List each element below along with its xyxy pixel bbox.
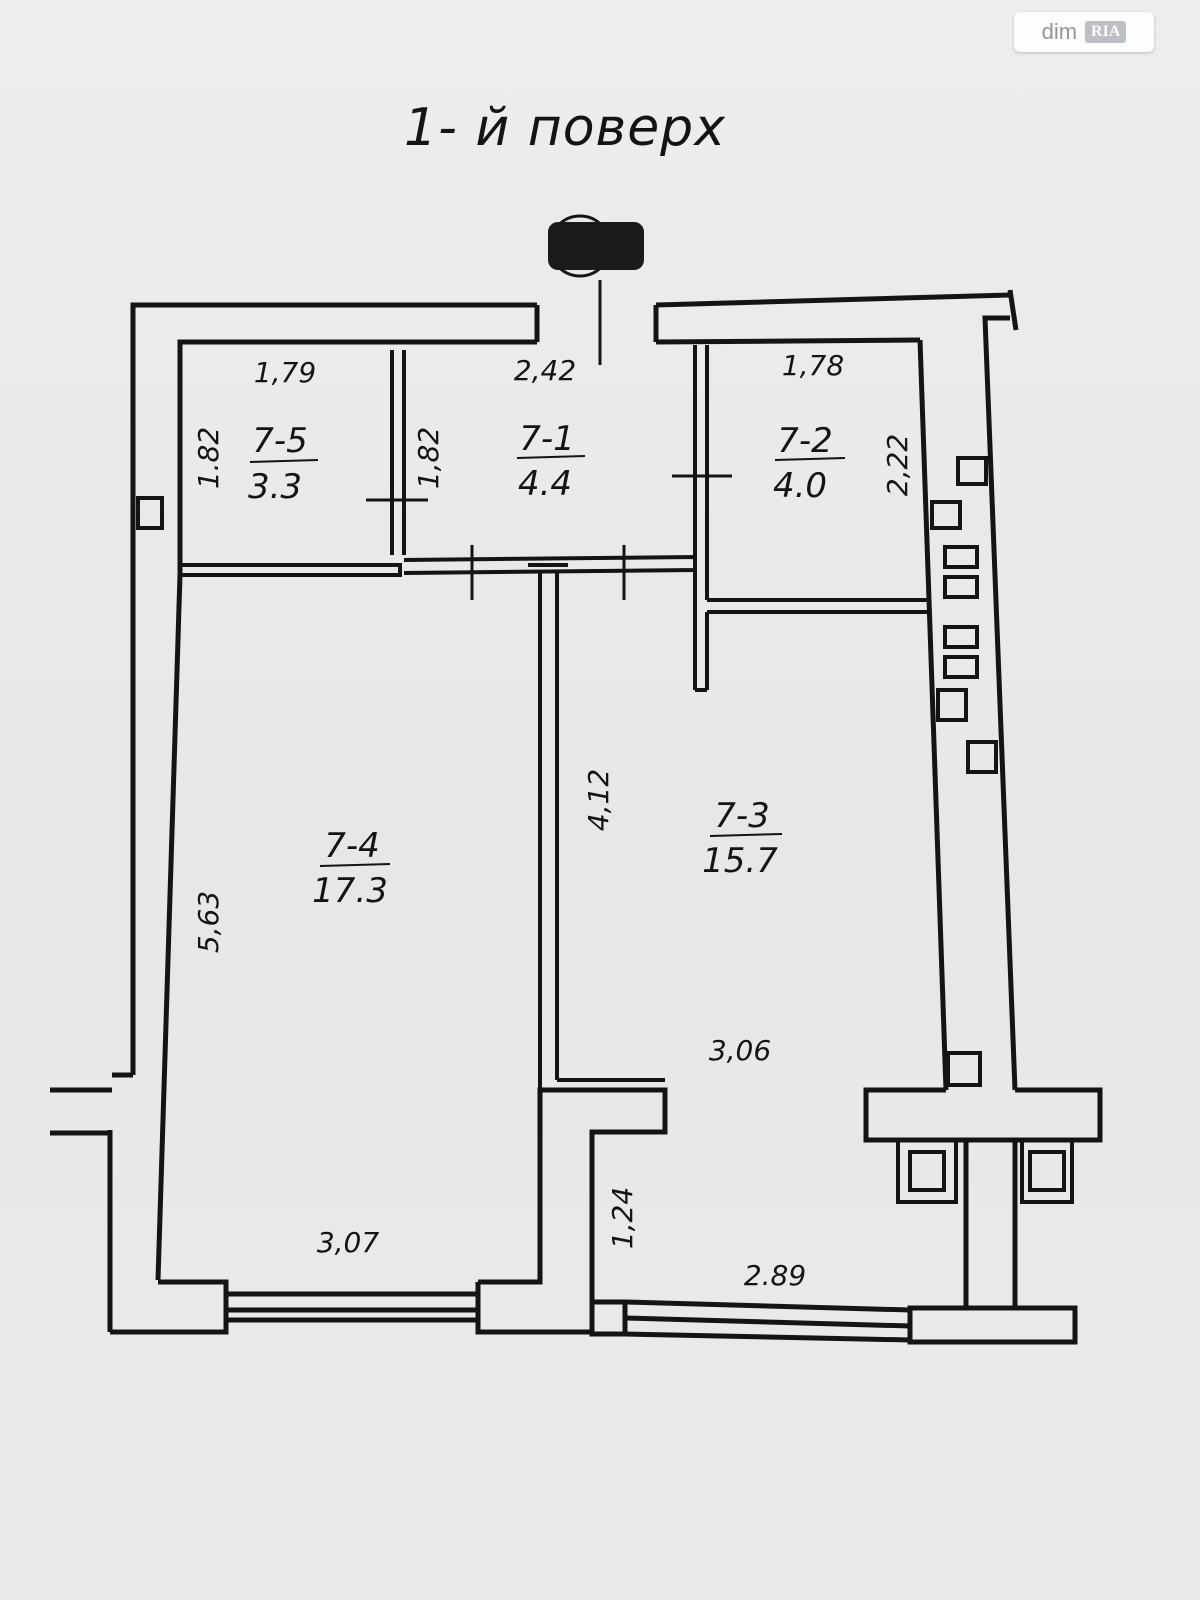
room-number: 7-5 <box>252 421 308 461</box>
room-area: 3.3 <box>248 467 302 507</box>
room-number: 7-2 <box>777 421 833 461</box>
dim-7-3-bottom-width: 2.89 <box>744 1259 806 1292</box>
interior-partitions <box>180 345 930 1090</box>
dim-7-5-width: 1,79 <box>254 356 316 389</box>
dim-7-1-width: 2,42 <box>514 354 576 387</box>
room-area: 17.3 <box>312 871 388 911</box>
redacted-compass-marker <box>548 214 644 365</box>
outer-walls <box>50 289 1103 1345</box>
room-7-1: 7-1 4.4 <box>516 419 586 504</box>
dim-7-4-height: 5,63 <box>192 891 225 953</box>
dim-7-2-width: 1,78 <box>782 349 844 382</box>
dim-7-5-height: 1.82 <box>192 427 225 489</box>
dim-7-2-height: 2,22 <box>881 434 914 496</box>
ventilation-shafts <box>136 456 1074 1204</box>
dim-7-1-height: 1,82 <box>412 427 445 489</box>
room-7-5: 7-5 3.3 <box>248 421 319 507</box>
watermark-brand-suffix: RIA <box>1085 21 1127 43</box>
room-7-4: 7-4 17.3 <box>312 826 391 911</box>
room-area: 4.4 <box>518 464 572 504</box>
room-number: 7-1 <box>519 419 575 459</box>
room-area: 4.0 <box>773 466 827 506</box>
floor-title: 1- й поверх <box>404 98 726 158</box>
dimria-watermark: dim RIA <box>1014 12 1154 52</box>
room-7-2: 7-2 4.0 <box>773 421 846 506</box>
room-number: 7-4 <box>324 826 380 866</box>
room-7-3: 7-3 15.7 <box>702 796 783 881</box>
watermark-brand: dim <box>1041 19 1078 44</box>
door-marks <box>366 474 732 600</box>
dim-7-3-recess: 1,24 <box>606 1187 639 1249</box>
room-number: 7-3 <box>714 796 770 836</box>
dimension-labels: 1,79 2,42 1,78 1.82 1,82 2,22 5,63 4,12 … <box>192 349 914 1292</box>
dim-7-4-width: 3,07 <box>317 1226 380 1259</box>
dim-7-3-height: 4,12 <box>582 769 615 831</box>
room-area: 15.7 <box>702 841 778 881</box>
dim-7-3-width: 3,06 <box>709 1034 771 1067</box>
